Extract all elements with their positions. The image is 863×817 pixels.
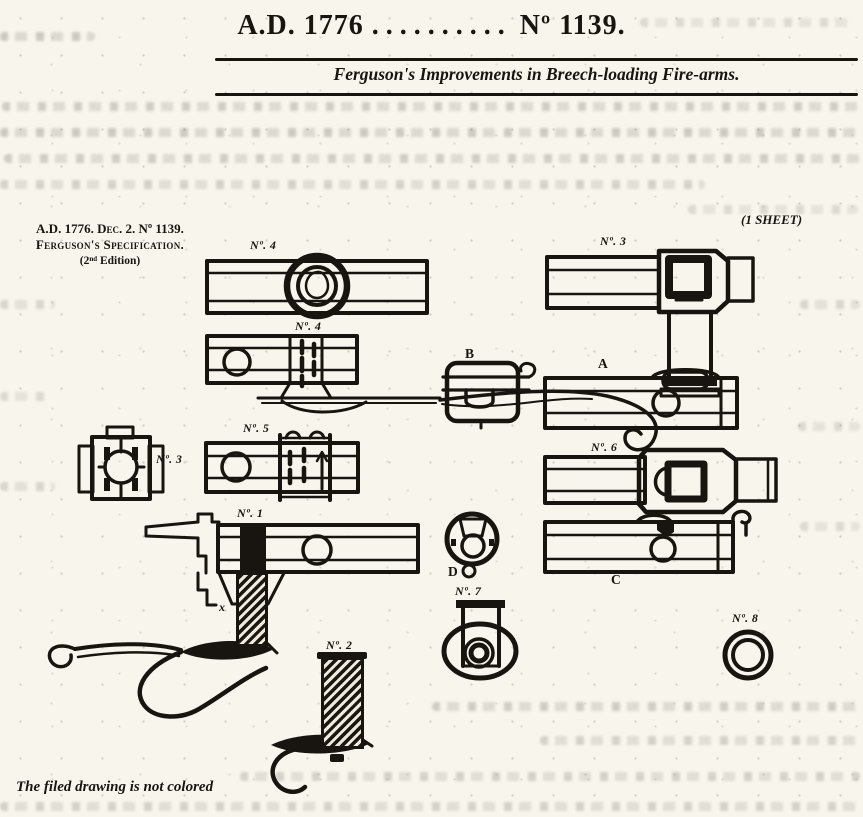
figure-no1-x-mark: x xyxy=(219,600,225,614)
fig-letter-a-drawing xyxy=(543,368,739,430)
fig-no1-breech-plug-solid xyxy=(240,525,266,573)
figure-label-no4-top: Nº. 4 xyxy=(250,238,277,252)
reference-line-3: (2ⁿᵈ Edition) xyxy=(79,254,141,267)
figure-label-b: B xyxy=(465,346,475,361)
figure-label-no2: Nº. 2 xyxy=(326,638,353,652)
fig-no3-breech-drawing xyxy=(545,248,755,398)
fig-letter-b-drawing xyxy=(441,360,537,430)
reference-line-1: A.D. 1776. Dec. 2. Nº 1139. xyxy=(36,221,184,236)
fig-letter-c-drawing xyxy=(543,509,752,574)
subtitle-rule-top xyxy=(215,58,858,61)
fig-no8-drawing xyxy=(722,629,774,681)
fig-no3-bracket-drawing xyxy=(77,425,165,501)
page-title: A.D. 1776..........Nº 1139. xyxy=(0,10,863,42)
margin-reference: A.D. 1776. Dec. 2. Nº 1139. Ferguson's S… xyxy=(4,221,216,268)
figure-label-a: A xyxy=(598,356,608,371)
fig-no2-screw-plug-hatched xyxy=(321,657,364,749)
fig-no4-side-drawing xyxy=(205,334,658,452)
figure-label-no6: Nº. 6 xyxy=(591,440,618,454)
title-dot-leader: .......... xyxy=(371,10,512,41)
title-patent-number: Nº 1139. xyxy=(519,10,626,41)
figure-label-no4-side: Nº. 4 xyxy=(295,319,322,333)
fig-no4-top-drawing xyxy=(205,252,429,320)
patent-subtitle: Ferguson's Improvements in Breech-loadin… xyxy=(333,64,740,84)
figure-label-no7: Nº. 7 xyxy=(455,584,482,598)
subtitle-rule-bottom xyxy=(215,93,858,96)
figure-label-no3-bracket: Nº. 3 xyxy=(156,452,183,466)
figure-label-c: C xyxy=(611,572,621,587)
figure-label-no1: Nº. 1 xyxy=(237,506,264,520)
fig-no7-drawing xyxy=(441,600,519,681)
figure-label-no8: Nº. 8 xyxy=(732,611,759,625)
fig-no5-bar-drawing xyxy=(204,430,360,502)
reference-line-2: Ferguson's Specification. xyxy=(35,237,185,253)
figure-label-d: D xyxy=(448,564,458,579)
fig-no6-drawing xyxy=(543,447,778,515)
sheet-count-note: (1 SHEET) xyxy=(741,212,803,227)
fig-no1-breech-plug-hatched xyxy=(236,572,268,647)
filed-drawing-note: The filed drawing is not colored xyxy=(16,779,214,795)
figure-label-no3-breech: Nº. 3 xyxy=(600,234,627,248)
title-year: A.D. 1776 xyxy=(237,10,364,41)
figure-label-no5-bar: Nº. 5 xyxy=(243,421,270,435)
fig-no1-drawing xyxy=(47,512,420,719)
fig-letter-d-drawing xyxy=(444,511,500,579)
